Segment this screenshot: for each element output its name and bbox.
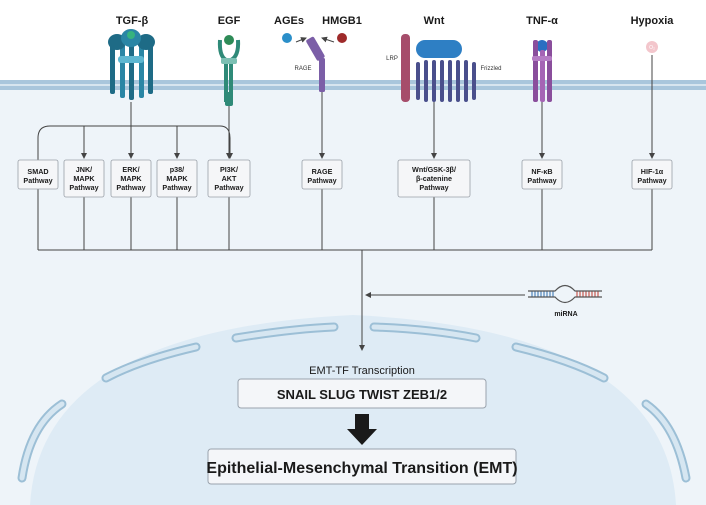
egfr-icon — [217, 35, 241, 106]
plasma-membrane — [0, 80, 706, 90]
tgfb-label: TGF-β — [116, 15, 149, 27]
signal-lines — [37, 55, 655, 351]
transcription-factors: SNAIL SLUG TWIST ZEB1/2 — [277, 387, 447, 402]
wnt-label: Wnt — [424, 15, 445, 27]
mirna-icon — [528, 284, 602, 304]
egf-label: EGF — [218, 15, 241, 27]
svg-text:O₂: O₂ — [649, 45, 655, 51]
down-arrow-icon — [347, 414, 377, 445]
hypoxia-label: Hypoxia — [631, 15, 675, 27]
rage-receptor-label: RAGE — [294, 66, 311, 72]
rage-receptor-icon — [282, 33, 347, 92]
tgfb-receptor-icon — [108, 29, 155, 100]
transcription-factors-box — [237, 378, 487, 409]
frizzled-label: Frizzled — [480, 66, 501, 72]
tnfa-label: TNF-α — [526, 15, 558, 27]
ages-label: AGEs — [274, 15, 304, 27]
emt-label: Epithelial-Mesenchymal Transition (EMT) — [206, 460, 517, 477]
tnf-receptor-icon — [532, 40, 552, 102]
hypoxia-icon: O₂ — [646, 41, 658, 53]
hmgb1-label: HMGB1 — [322, 15, 362, 27]
lrp-label: LRP — [386, 56, 398, 62]
emt-box — [207, 448, 517, 485]
mirna-label: miRNA — [554, 311, 577, 318]
transcription-label: EMT-TF Transcription — [309, 365, 415, 377]
wnt-receptor-icon — [401, 34, 476, 102]
